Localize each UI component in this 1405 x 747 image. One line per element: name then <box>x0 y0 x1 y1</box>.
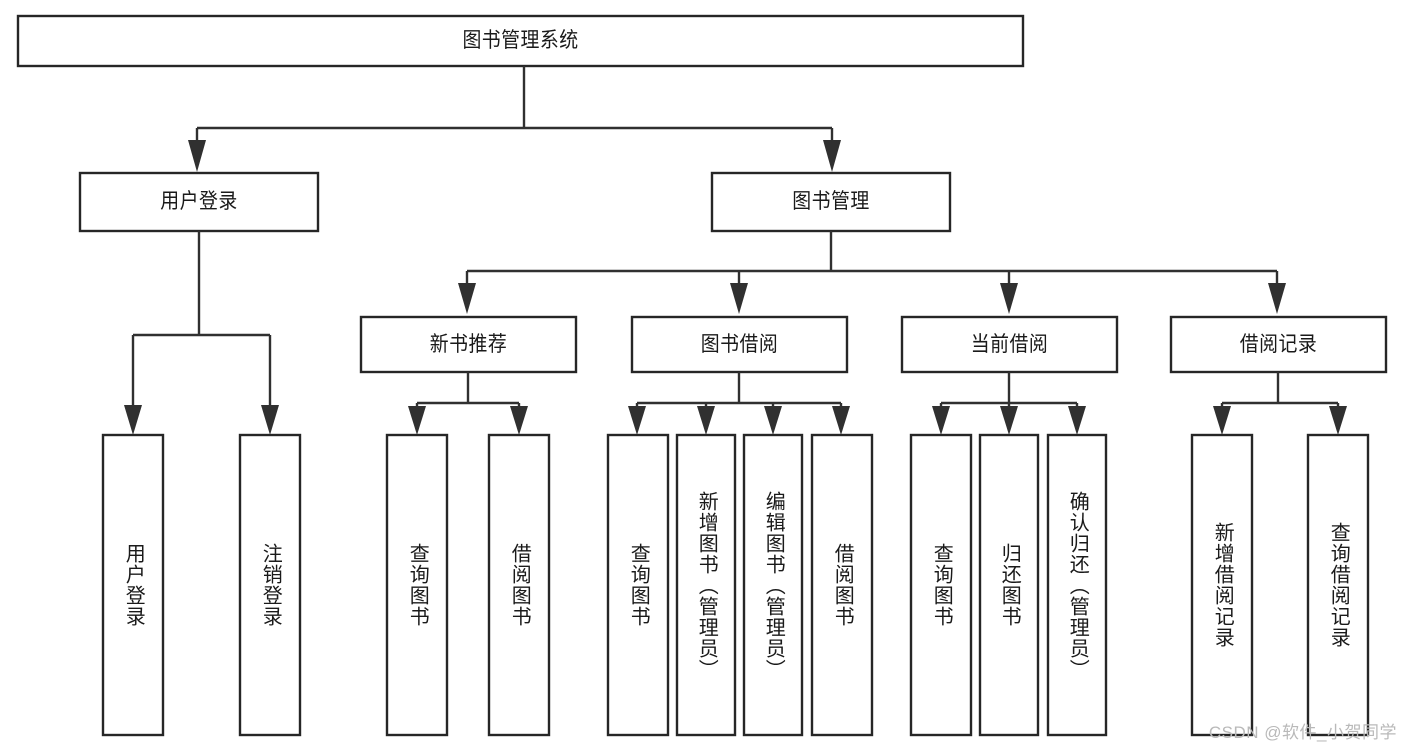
node-leaf-add-record-box[interactable] <box>1190 433 1254 737</box>
arrowhead-leaf-borrow-book-1 <box>510 406 528 435</box>
node-leaf-edit-book-box[interactable] <box>742 433 804 737</box>
node-book-management-box[interactable] <box>710 171 952 233</box>
node-leaf-logout-login-box[interactable] <box>238 433 302 737</box>
arrowhead-new-book-recommend <box>458 283 476 314</box>
arrowhead-leaf-add-book <box>697 406 715 435</box>
arrowhead-leaf-query-record <box>1329 406 1347 435</box>
node-leaf-add-book-box[interactable] <box>675 433 737 737</box>
node-current-borrow-box[interactable] <box>900 315 1119 374</box>
arrowhead-book-borrow <box>730 283 748 314</box>
arrowhead-leaf-logout-login <box>261 405 279 435</box>
node-leaf-confirm-return-box[interactable] <box>1046 433 1108 737</box>
node-root-box[interactable] <box>16 14 1025 68</box>
arrowhead-leaf-user-login <box>124 405 142 435</box>
node-leaf-user-login-box[interactable] <box>101 433 165 737</box>
arrowhead-leaf-query-book-3 <box>932 406 950 435</box>
arrowhead-current-borrow <box>1000 283 1018 314</box>
node-leaf-return-book-box[interactable] <box>978 433 1040 737</box>
node-leaf-query-book-3-box[interactable] <box>909 433 973 737</box>
node-leaf-query-book-2-box[interactable] <box>606 433 670 737</box>
csdn-watermark: CSDN @软件_小贺同学 <box>1208 723 1397 742</box>
node-leaf-query-record-box[interactable] <box>1306 433 1370 737</box>
arrowhead-leaf-borrow-book-2 <box>832 406 850 435</box>
node-user-login-box[interactable] <box>78 171 320 233</box>
node-leaf-borrow-book-2-box[interactable] <box>810 433 874 737</box>
arrowhead-user-login <box>188 140 206 172</box>
arrowhead-book-management <box>823 140 841 172</box>
node-new-book-recommend-box[interactable] <box>359 315 578 374</box>
arrowhead-leaf-query-book-2 <box>628 406 646 435</box>
arrowhead-borrow-record <box>1268 283 1286 314</box>
node-leaf-borrow-book-1-box[interactable] <box>487 433 551 737</box>
arrowhead-leaf-edit-book <box>764 406 782 435</box>
arrowhead-leaf-confirm-return <box>1068 406 1086 435</box>
node-book-borrow-box[interactable] <box>630 315 849 374</box>
node-leaf-query-book-1-box[interactable] <box>385 433 449 737</box>
arrowhead-leaf-add-record <box>1213 406 1231 435</box>
arrowhead-leaf-query-book-1 <box>408 406 426 435</box>
node-borrow-record-box[interactable] <box>1169 315 1388 374</box>
arrowhead-leaf-return-book <box>1000 406 1018 435</box>
